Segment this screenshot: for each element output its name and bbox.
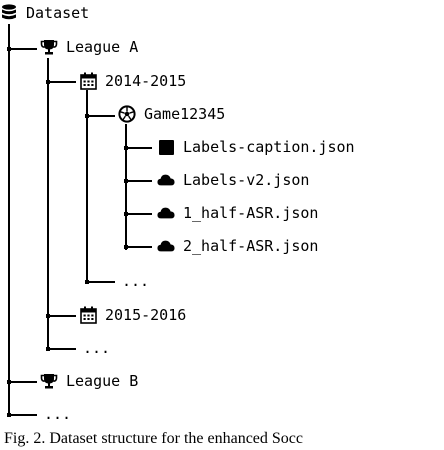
soccer-ball-icon	[118, 105, 136, 123]
tree-node-label: Labels-v2.json	[183, 171, 310, 189]
cloud-icon	[157, 237, 175, 255]
junction-dot	[46, 314, 50, 318]
tree-node-file[interactable]: Labels-v2.json	[157, 169, 309, 191]
ellipsis-label: ...	[83, 339, 111, 357]
database-icon	[0, 4, 18, 22]
tree-node-season-2014-2015[interactable]: 2014-2015	[79, 70, 186, 92]
branch-game	[87, 115, 115, 117]
branch-league-b	[9, 381, 37, 383]
tree-node-label: League A	[66, 38, 139, 56]
tree-node-more-leagues[interactable]: ...	[44, 403, 71, 425]
tree-node-season-2015-2016[interactable]: 2015-2016	[79, 304, 186, 326]
branch-file-4	[126, 246, 152, 248]
ellipsis-label: ...	[44, 405, 72, 423]
tree-connector-season	[86, 90, 88, 282]
tree-connector-game	[125, 124, 127, 250]
junction-dot	[124, 245, 128, 249]
junction-dot	[7, 47, 11, 51]
square-icon	[157, 138, 175, 156]
tree-node-league-b[interactable]: League B	[40, 370, 138, 392]
tree-node-more-games[interactable]: ...	[122, 270, 149, 292]
branch-season-more	[48, 348, 76, 350]
cloud-icon	[157, 204, 175, 222]
tree-node-more-seasons[interactable]: ...	[83, 337, 110, 359]
tree-node-label: 2_half-ASR.json	[183, 237, 319, 255]
junction-dot	[7, 413, 11, 417]
tree-node-file[interactable]: Labels-caption.json	[157, 136, 355, 158]
tree-node-label: Dataset	[26, 4, 90, 22]
figure-caption: Fig. 2. Dataset structure for the enhanc…	[4, 430, 304, 447]
branch-file-2	[126, 180, 152, 182]
junction-dot	[85, 280, 89, 284]
tree-connector-league-a	[47, 58, 49, 350]
junction-dot	[124, 212, 128, 216]
tree-node-label: Labels-caption.json	[183, 138, 355, 156]
tree-connector-root	[8, 24, 10, 416]
tree-node-file[interactable]: 1_half-ASR.json	[157, 202, 318, 224]
calendar-icon	[79, 306, 97, 324]
tree-node-label: 1_half-ASR.json	[183, 204, 319, 222]
tree-node-game[interactable]: Game12345	[118, 103, 225, 125]
calendar-icon	[79, 72, 97, 90]
branch-league-more	[9, 414, 37, 416]
tree-node-file[interactable]: 2_half-ASR.json	[157, 235, 318, 257]
junction-dot	[85, 114, 89, 118]
branch-game-more	[87, 281, 115, 283]
junction-dot	[7, 380, 11, 384]
trophy-icon	[40, 38, 58, 56]
tree-node-label: Game12345	[144, 105, 226, 123]
tree-node-label: 2015-2016	[105, 306, 187, 324]
branch-file-3	[126, 213, 152, 215]
junction-dot	[46, 80, 50, 84]
branch-file-1	[126, 147, 152, 149]
ellipsis-label: ...	[122, 272, 150, 290]
trophy-icon	[40, 372, 58, 390]
branch-season-2014	[48, 81, 76, 83]
junction-dot	[124, 146, 128, 150]
junction-dot	[46, 347, 50, 351]
tree-node-label: 2014-2015	[105, 72, 187, 90]
tree-node-label: League B	[66, 372, 139, 390]
tree-node-league-a[interactable]: League A	[40, 36, 138, 58]
junction-dot	[124, 179, 128, 183]
tree-node-dataset[interactable]: Dataset	[0, 2, 89, 24]
cloud-icon	[157, 171, 175, 189]
branch-league-a	[9, 48, 37, 50]
branch-season-2015	[48, 315, 76, 317]
